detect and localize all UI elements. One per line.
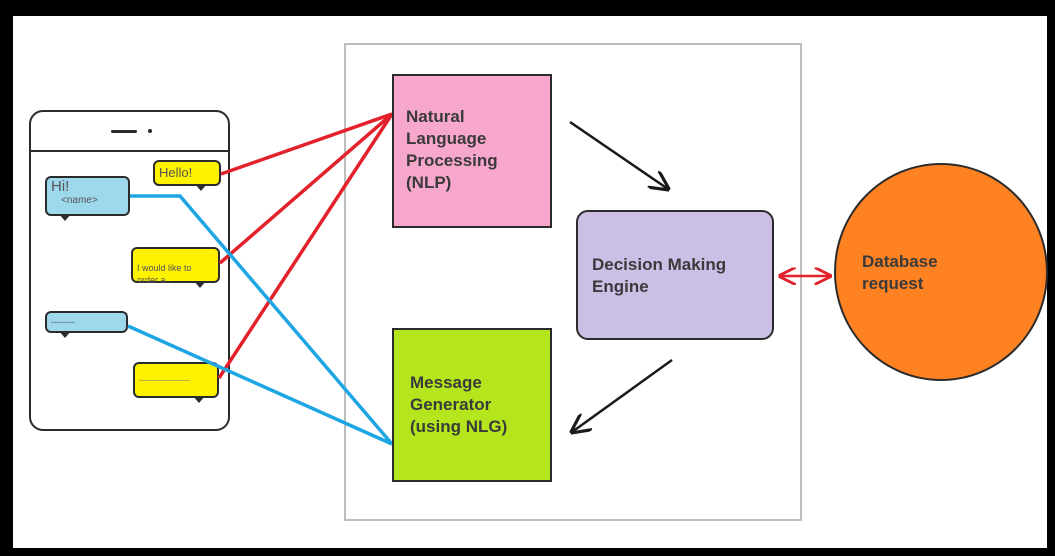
database-circle: Database request [834,163,1048,381]
chat-bubble-blank-yellow: ----------------- [133,362,219,403]
chat-bubble-hi-name: Hi! <name> [45,176,130,221]
nlp-label: Natural Language Processing (NLP) [406,107,498,192]
phone-camera [148,129,152,133]
chat-bubble-blank-yellow-text: ----------------- [139,375,190,385]
decision-engine-box: Decision Making Engine [576,210,774,340]
chat-bubble-blank-blue: -------- [45,311,128,338]
phone-header-divider [31,150,228,152]
decision-engine-label: Decision Making Engine [592,255,727,296]
chat-bubble-name-text: <name> [61,195,98,206]
chat-bubble-hello: Hello! [153,160,221,191]
nlp-box: Natural Language Processing (NLP) [392,74,552,228]
message-generator-label: Message Generator (using NLG) [410,373,508,436]
link-nlg-to-blank-blue [127,324,393,446]
chat-bubble-hi-text: Hi! [51,178,70,195]
chat-bubble-order: I would like to order a... [131,247,220,288]
arrow-engine-to-generator [572,358,673,432]
chat-bubble-blank-blue-text: -------- [51,317,75,327]
link-order-to-nlp [218,112,394,265]
message-generator-box: Message Generator (using NLG) [392,328,552,482]
phone-speaker [111,130,137,133]
link-blank-yellow-to-nlp [217,113,394,379]
chat-bubble-hello-text: Hello! [159,165,193,180]
database-label: Database request [862,252,938,293]
link-hello-to-nlp [220,112,393,176]
chat-bubble-order-text: I would like to order a... [137,263,192,285]
link-nlg-to-hi [130,194,394,446]
arrow-nlp-to-engine [569,120,668,189]
